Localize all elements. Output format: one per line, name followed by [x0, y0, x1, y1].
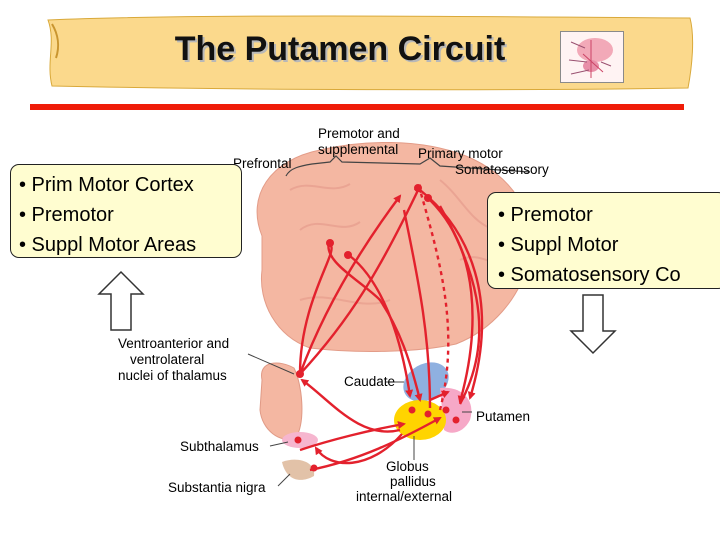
list-item: • Suppl Motor	[498, 234, 619, 256]
pathway-nodes	[294, 184, 460, 472]
label-globus-line2: pallidus	[390, 474, 436, 489]
label-thalamus-line3: nuclei of thalamus	[118, 368, 227, 383]
down-arrow-icon	[569, 294, 617, 355]
cortex-label-bracket	[285, 155, 531, 177]
list-item: • Suppl Motor Areas	[19, 234, 197, 256]
page-title: The Putamen Circuit	[174, 30, 506, 68]
label-thalamus-line2: ventrolateral	[130, 352, 204, 367]
label-prefrontal: Prefrontal	[233, 156, 292, 171]
label-globus-line1: Globus	[386, 459, 429, 474]
label-premotor-line1: Premotor and	[318, 126, 400, 141]
list-item: • Premotor	[19, 204, 114, 226]
title-banner	[47, 15, 694, 91]
list-item: • Premotor	[498, 204, 593, 226]
label-premotor-line2: supplemental	[318, 142, 398, 157]
list-item: • Prim Motor Cortex	[19, 174, 194, 196]
thalamus	[259, 362, 303, 440]
label-primary-motor: Primary motor	[418, 146, 503, 161]
label-somatosensory: Somatosensory	[455, 162, 549, 177]
label-subthalamus: Subthalamus	[180, 439, 259, 454]
right-region-list: • Premotor • Suppl Motor • Somatosensory…	[487, 192, 720, 289]
label-thalamus-line1: Ventroanterior and	[118, 336, 229, 351]
label-putamen: Putamen	[476, 409, 530, 424]
leader-lines	[247, 353, 472, 487]
caudate	[403, 362, 449, 402]
label-caudate: Caudate	[344, 374, 395, 389]
up-arrow-icon	[97, 270, 145, 331]
substantia-nigra	[282, 459, 315, 480]
brain-thumbnail-image	[560, 31, 624, 83]
list-item: • Somatosensory Co	[498, 264, 681, 286]
left-region-list: • Prim Motor Cortex • Premotor • Suppl M…	[10, 164, 242, 258]
red-divider-rule	[30, 104, 684, 110]
globus-pallidus	[394, 400, 446, 440]
pathway-arrows	[298, 184, 484, 472]
label-substantia-nigra: Substantia nigra	[168, 480, 266, 495]
label-globus-line3: internal/external	[356, 489, 452, 504]
